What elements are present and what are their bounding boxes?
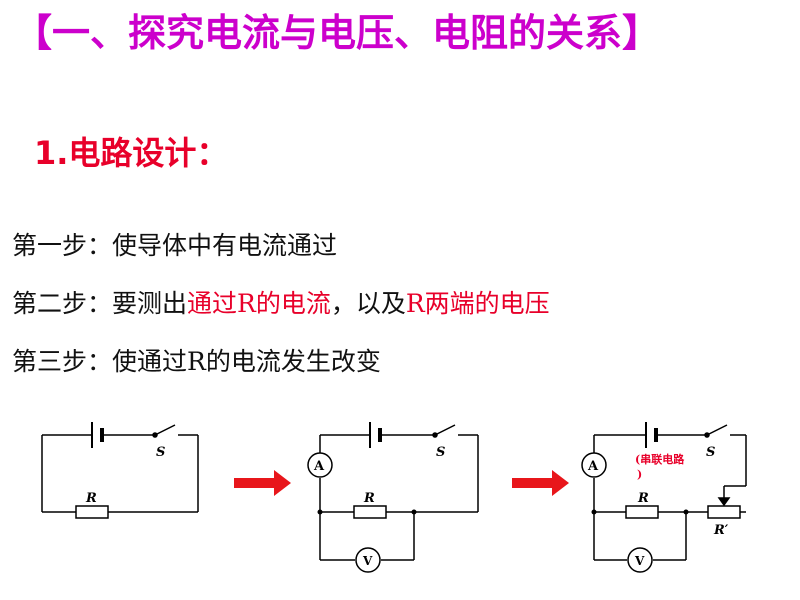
switch-lever [154, 424, 176, 436]
circuit-with-meters [307, 422, 479, 573]
voltmeter-icon [355, 547, 381, 573]
step-3: 第三步：使通过R的电流发生改变 [12, 342, 381, 378]
step-1-text: 第一步：使导体中有电流通过 [12, 231, 338, 260]
step-2-middle: ，以及 [330, 289, 406, 318]
resistor-label: R [85, 491, 97, 506]
switch-label-3: S [706, 445, 715, 460]
resistor-label-2: R [363, 491, 375, 506]
resistor-r [75, 505, 109, 519]
step-2-prefix: 第二步：要测出 [12, 289, 188, 318]
step-2: 第二步：要测出通过R的电流，以及R两端的电压 [12, 284, 550, 320]
step-2-highlight-voltage: R两端的电压 [405, 289, 550, 318]
switch-label: S [156, 445, 165, 460]
switch-label-2: S [436, 445, 445, 460]
circuit-with-rheostat [581, 422, 747, 573]
circuit-diagrams: S R A V S R [41, 422, 747, 573]
voltmeter-label: V [362, 554, 373, 568]
circuit-basic [41, 422, 199, 519]
voltmeter-icon-3 [627, 547, 653, 573]
arrow-right-icon-2 [512, 470, 569, 496]
step-3-text: 第三步：使通过R的电流发生改变 [12, 347, 381, 376]
resistor-label-3: R [637, 491, 649, 506]
series-note-line2: ) [637, 468, 642, 481]
section-subtitle: 1.电路设计： [34, 134, 229, 172]
series-note-line1: (串联电路 [635, 452, 685, 466]
ammeter-label: A [313, 459, 325, 474]
rheostat-label: R′ [713, 523, 729, 538]
voltmeter-label-3: V [634, 554, 645, 568]
arrow-right-icon [234, 470, 291, 496]
step-1: 第一步：使导体中有电流通过 [12, 226, 337, 262]
slide-title: 【一、探究电流与电压、电阻的关系】 [14, 11, 661, 55]
ammeter-label-3: A [587, 459, 599, 474]
rheostat [707, 505, 741, 519]
step-2-highlight-current: 通过R的电流 [187, 289, 331, 318]
